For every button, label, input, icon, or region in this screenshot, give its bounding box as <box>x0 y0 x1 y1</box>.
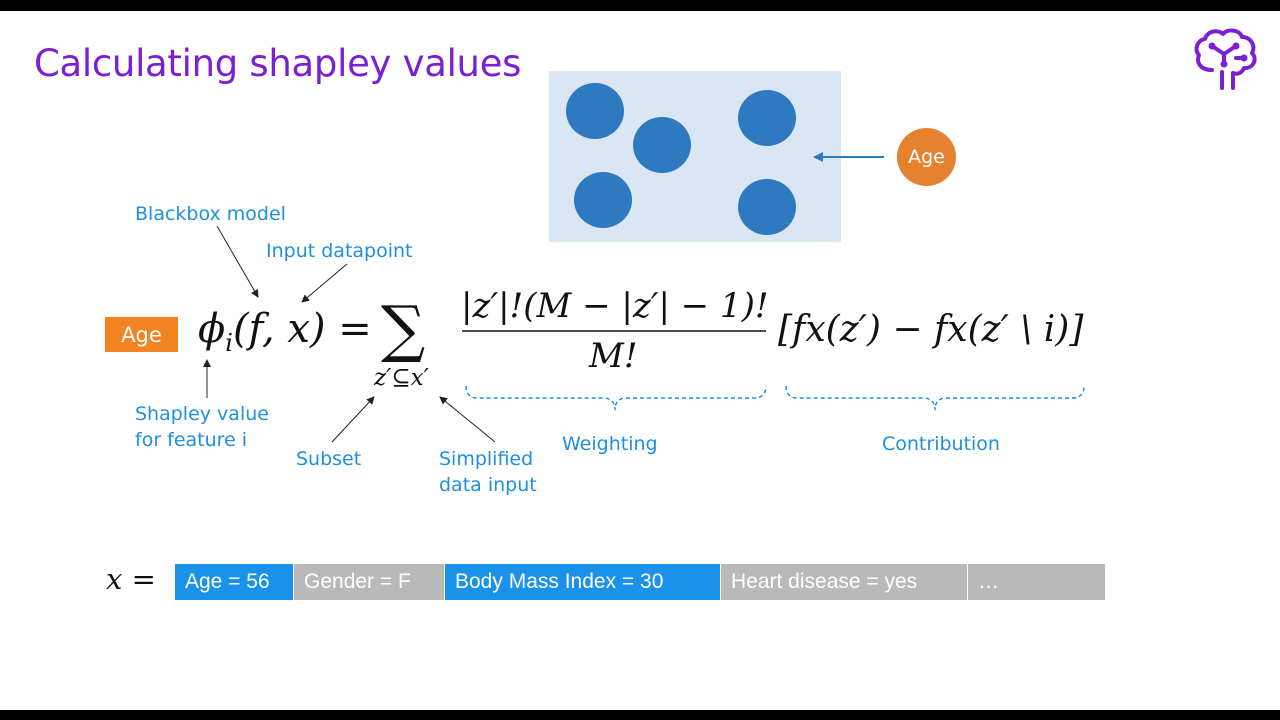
shapley-phi: ϕi(f, x) = <box>198 306 372 357</box>
bottom-frame-bar <box>0 710 1280 720</box>
feature-cell-heart-disease: Heart disease = yes <box>721 564 967 600</box>
feature-cell-more: … <box>968 564 1105 600</box>
feature-coalition-panel <box>549 71 841 242</box>
contribution-term: [fx(z′) − fx(z′ \ i)] <box>778 309 1084 350</box>
feature-cell-gender: Gender = F <box>294 564 444 600</box>
label-shapley-value-line2: for feature i <box>135 429 248 451</box>
feature-cell-age: Age = 56 <box>175 564 293 600</box>
sum-symbol: ∑ <box>381 292 426 365</box>
top-frame-bar <box>0 0 1280 11</box>
sum-index: z′⊆x′ <box>374 365 429 391</box>
label-blackbox-model: Blackbox model <box>135 203 286 225</box>
label-shapley-value: Shapley value for feature i <box>135 401 269 453</box>
arrow-subset <box>331 396 375 443</box>
age-feature-circle: Age <box>897 128 956 186</box>
slide-title: Calculating shapley values <box>34 42 522 85</box>
arrow-simplified-input <box>439 396 496 443</box>
label-shapley-value-line1: Shapley value <box>135 403 269 425</box>
brain-circuit-logo-icon <box>1194 28 1257 90</box>
feature-circle <box>574 172 632 228</box>
label-simplified-line1: Simplified <box>439 448 534 470</box>
arrow-input-datapoint <box>301 263 348 303</box>
datapoint-label: x = <box>106 562 156 596</box>
label-input-datapoint: Input datapoint <box>266 240 413 262</box>
feature-circle <box>566 83 624 139</box>
feature-circle <box>633 117 691 173</box>
age-feature-box: Age <box>105 317 178 352</box>
label-weighting: Weighting <box>562 433 658 455</box>
weight-denominator: M! <box>589 336 638 376</box>
feature-cell-bmi: Body Mass Index = 30 <box>445 564 720 600</box>
feature-circle <box>738 179 796 235</box>
label-subset: Subset <box>296 448 362 470</box>
weight-numerator: |z′|!(M − |z′| − 1)! <box>461 286 769 326</box>
label-simplified-input: Simplified data input <box>439 446 537 498</box>
contribution-brace <box>785 385 1085 411</box>
weighting-brace <box>465 385 767 411</box>
label-simplified-line2: data input <box>439 474 537 496</box>
feature-circle <box>738 90 796 146</box>
arrow-blackbox-model <box>216 225 259 298</box>
label-contribution: Contribution <box>882 433 1000 455</box>
